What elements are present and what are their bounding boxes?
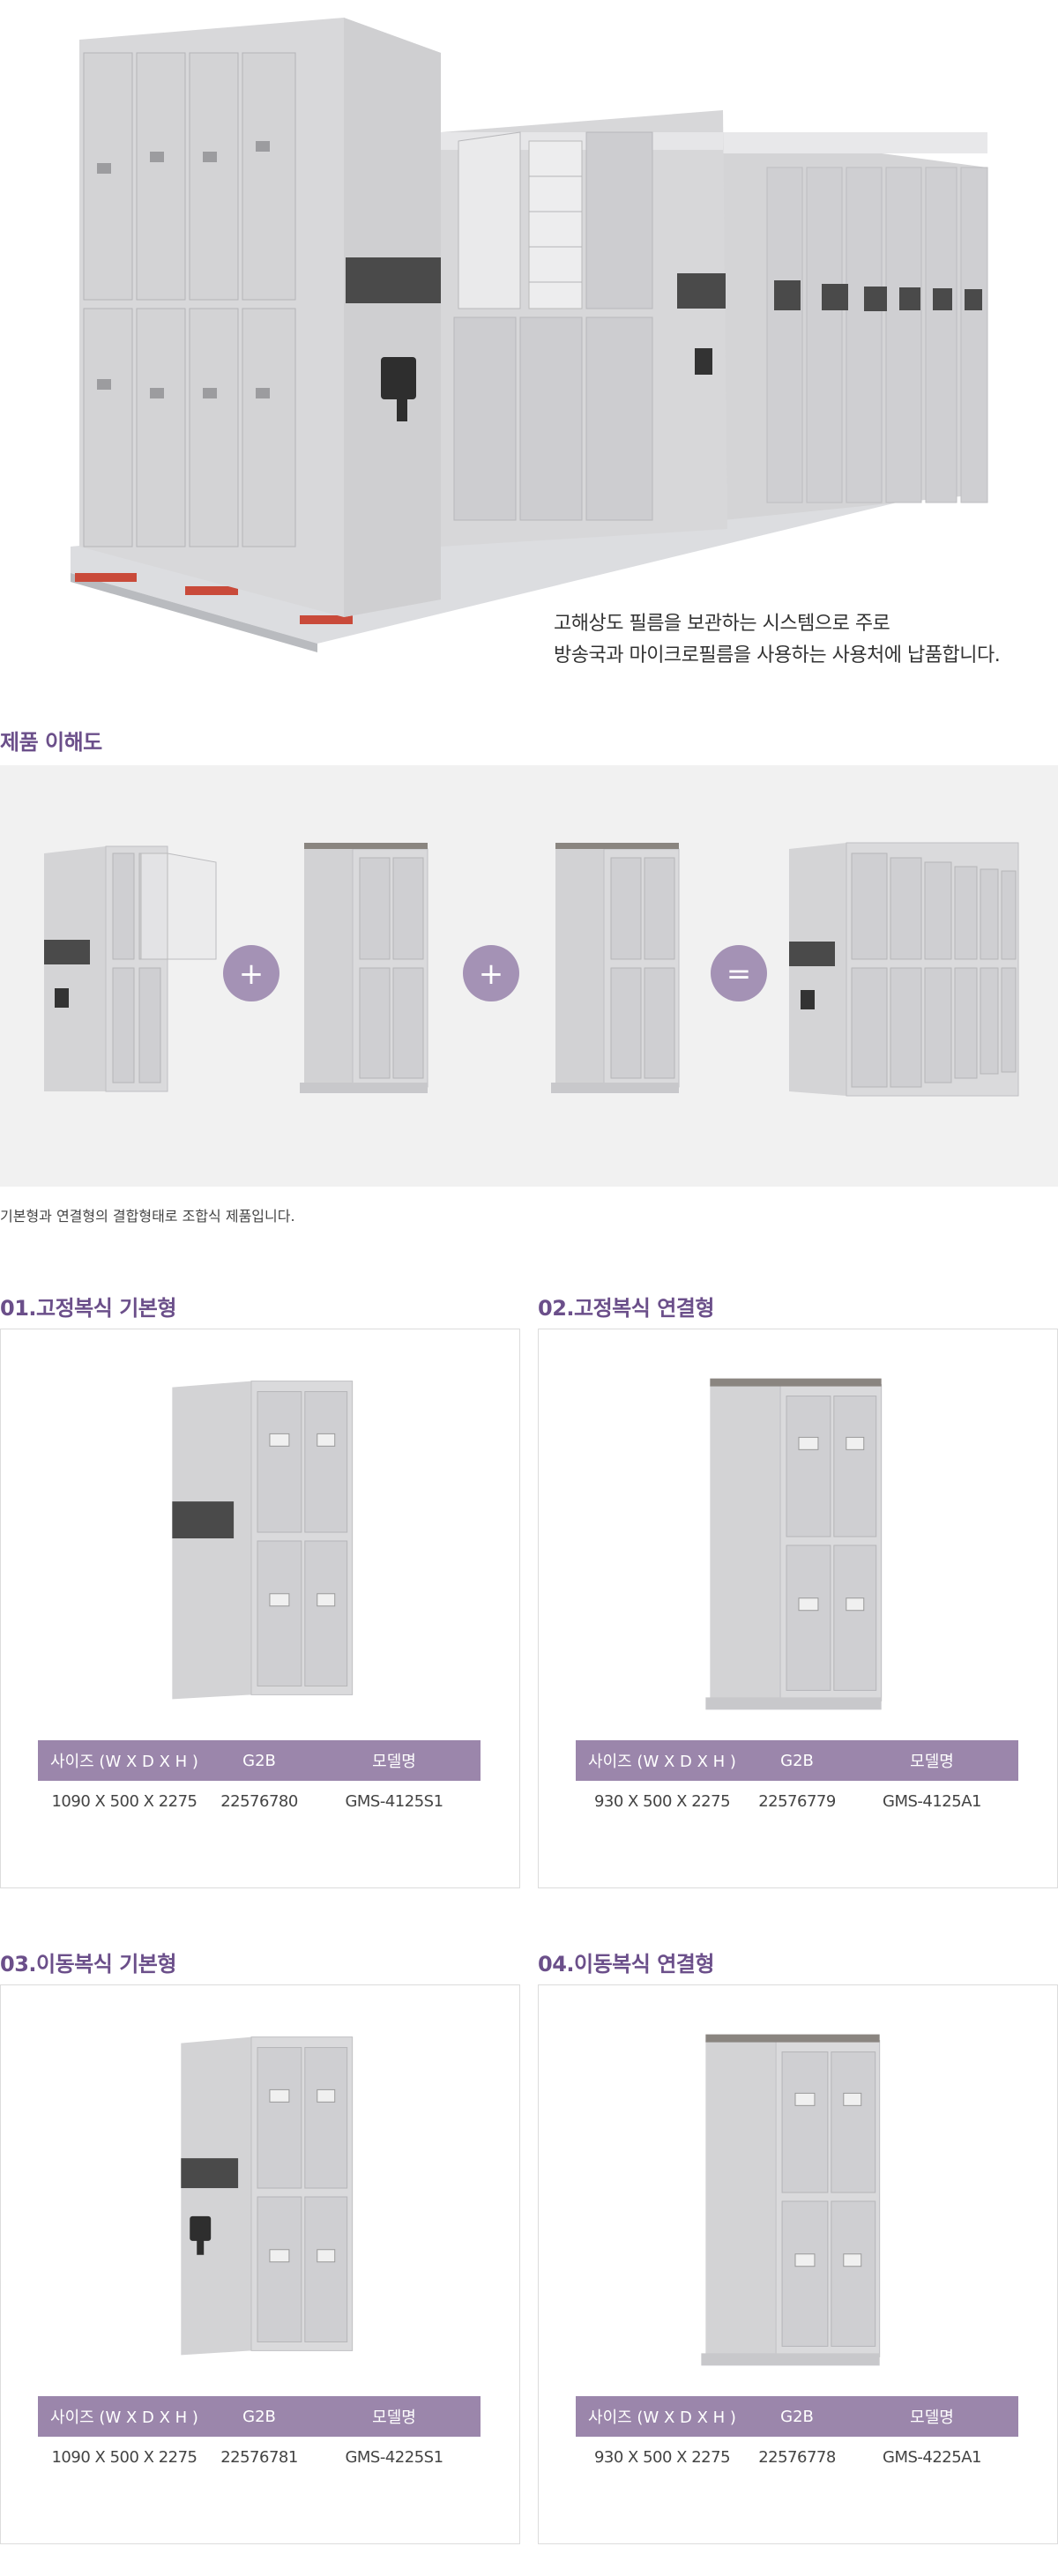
spec-size-value: 1090 X 500 X 2275: [51, 1791, 197, 1811]
spec-value-row: 1090 X 500 X 2275 22576781 GMS-4225S1: [38, 2437, 481, 2477]
spec-size-value: 1090 X 500 X 2275: [51, 2447, 197, 2467]
spec-header-g2b: G2B: [242, 1751, 276, 1770]
spec-model-value: GMS-4125A1: [883, 1791, 981, 1811]
spec-header-size: 사이즈 (W X D X H ): [50, 2408, 198, 2427]
hero-caption-line2: 방송국과 마이크로필름을 사용하는 사용처에 납품합니다.: [554, 644, 1001, 666]
product-card-4: 사이즈 (W X D X H ) G2B 모델명 930 X 500 X 227…: [538, 1984, 1058, 2544]
spec-header-size: 사이즈 (W X D X H ): [50, 1753, 198, 1771]
spec-value-row: 930 X 500 X 2275 22576779 GMS-4125A1: [576, 1781, 1018, 1821]
spec-model-value: GMS-4225A1: [883, 2447, 981, 2467]
connected-unit-illustration-2: [551, 843, 680, 1093]
spec-header-model: 모델명: [910, 2408, 954, 2427]
spec-g2b-value: 22576780: [220, 1791, 298, 1811]
spec-g2b-value: 22576779: [758, 1791, 836, 1811]
spec-header-model: 모델명: [372, 1753, 416, 1771]
equals-circle: [711, 945, 767, 1001]
spec-header-g2b: G2B: [780, 1751, 814, 1770]
hero-caption-line1: 고해상도 필름을 보관하는 시스템으로 주로: [554, 613, 890, 635]
spec-g2b-value: 22576778: [758, 2447, 836, 2467]
plus-circle-1: [223, 945, 279, 1001]
spec-header-row: 사이즈 (W X D X H ) G2B 모델명: [576, 2396, 1018, 2437]
product-1-spec-table: 사이즈 (W X D X H ) G2B 모델명 1090 X 500 X 22…: [38, 1740, 481, 1821]
product-diagram: + + =: [0, 765, 1058, 1187]
product-2-image: [705, 1378, 883, 1710]
spec-header-row: 사이즈 (W X D X H ) G2B 모델명: [576, 1740, 1018, 1781]
spec-header-size: 사이즈 (W X D X H ): [588, 1753, 736, 1771]
basic-unit-illustration: [44, 845, 217, 1092]
spec-g2b-value: 22576781: [220, 2447, 298, 2467]
connected-unit-illustration-1: [300, 843, 428, 1093]
spec-header-row: 사이즈 (W X D X H ) G2B 모델명: [38, 1740, 481, 1781]
product-2-spec-table: 사이즈 (W X D X H ) G2B 모델명 930 X 500 X 227…: [576, 1740, 1018, 1821]
plus-circle-2: [463, 945, 519, 1001]
hero-caption: 고해상도 필름을 보관하는 시스템으로 주로 방송국과 마이크로필름을 사용하는…: [554, 608, 1001, 672]
spec-value-row: 1090 X 500 X 2275 22576780 GMS-4125S1: [38, 1781, 481, 1821]
spec-model-value: GMS-4225S1: [345, 2447, 443, 2467]
spec-header-g2b: G2B: [242, 2407, 276, 2426]
product-4-image: [701, 2034, 881, 2366]
diagram-title: 제품 이해도: [0, 730, 102, 755]
spec-header-row: 사이즈 (W X D X H ) G2B 모델명: [38, 2396, 481, 2437]
spec-header-model: 모델명: [910, 1753, 954, 1771]
product-1-image: [172, 1381, 354, 1700]
product-card-2: 사이즈 (W X D X H ) G2B 모델명 930 X 500 X 227…: [538, 1329, 1058, 1888]
product-3-spec-table: 사이즈 (W X D X H ) G2B 모델명 1090 X 500 X 22…: [38, 2396, 481, 2477]
product-card-3: 사이즈 (W X D X H ) G2B 모델명 1090 X 500 X 22…: [0, 1984, 520, 2544]
mobile-shelving-hero-image: [71, 18, 988, 652]
product-1-title: 01.고정복식 기본형: [0, 1296, 176, 1321]
spec-value-row: 930 X 500 X 2275 22576778 GMS-4225A1: [576, 2437, 1018, 2477]
plus-sign-1: +: [239, 957, 264, 992]
spec-header-g2b: G2B: [780, 2407, 814, 2426]
plus-sign-2: +: [479, 957, 504, 992]
product-4-title: 04.이동복식 연결형: [538, 1952, 714, 1977]
spec-header-size: 사이즈 (W X D X H ): [588, 2408, 736, 2427]
spec-model-value: GMS-4125S1: [345, 1791, 443, 1811]
combined-unit-illustration: [789, 842, 1019, 1097]
product-3-title: 03.이동복식 기본형: [0, 1952, 176, 1977]
hero-section: 고해상도 필름을 보관하는 시스템으로 주로 방송국과 마이크로필름을 사용하는…: [0, 0, 1058, 696]
diagram-note: 기본형과 연결형의 결합형태로 조합식 제품입니다.: [0, 1208, 295, 1225]
equals-sign: =: [726, 957, 752, 992]
spec-size-value: 930 X 500 X 2275: [593, 1791, 731, 1811]
spec-size-value: 930 X 500 X 2275: [593, 2447, 731, 2467]
product-2-title: 02.고정복식 연결형: [538, 1296, 714, 1321]
product-card-1: 사이즈 (W X D X H ) G2B 모델명 1090 X 500 X 22…: [0, 1329, 520, 1888]
diagram-illustration: + + =: [44, 842, 1019, 1097]
product-3-image: [181, 2036, 354, 2356]
product-4-spec-table: 사이즈 (W X D X H ) G2B 모델명 930 X 500 X 227…: [576, 2396, 1018, 2477]
spec-header-model: 모델명: [372, 2408, 416, 2427]
